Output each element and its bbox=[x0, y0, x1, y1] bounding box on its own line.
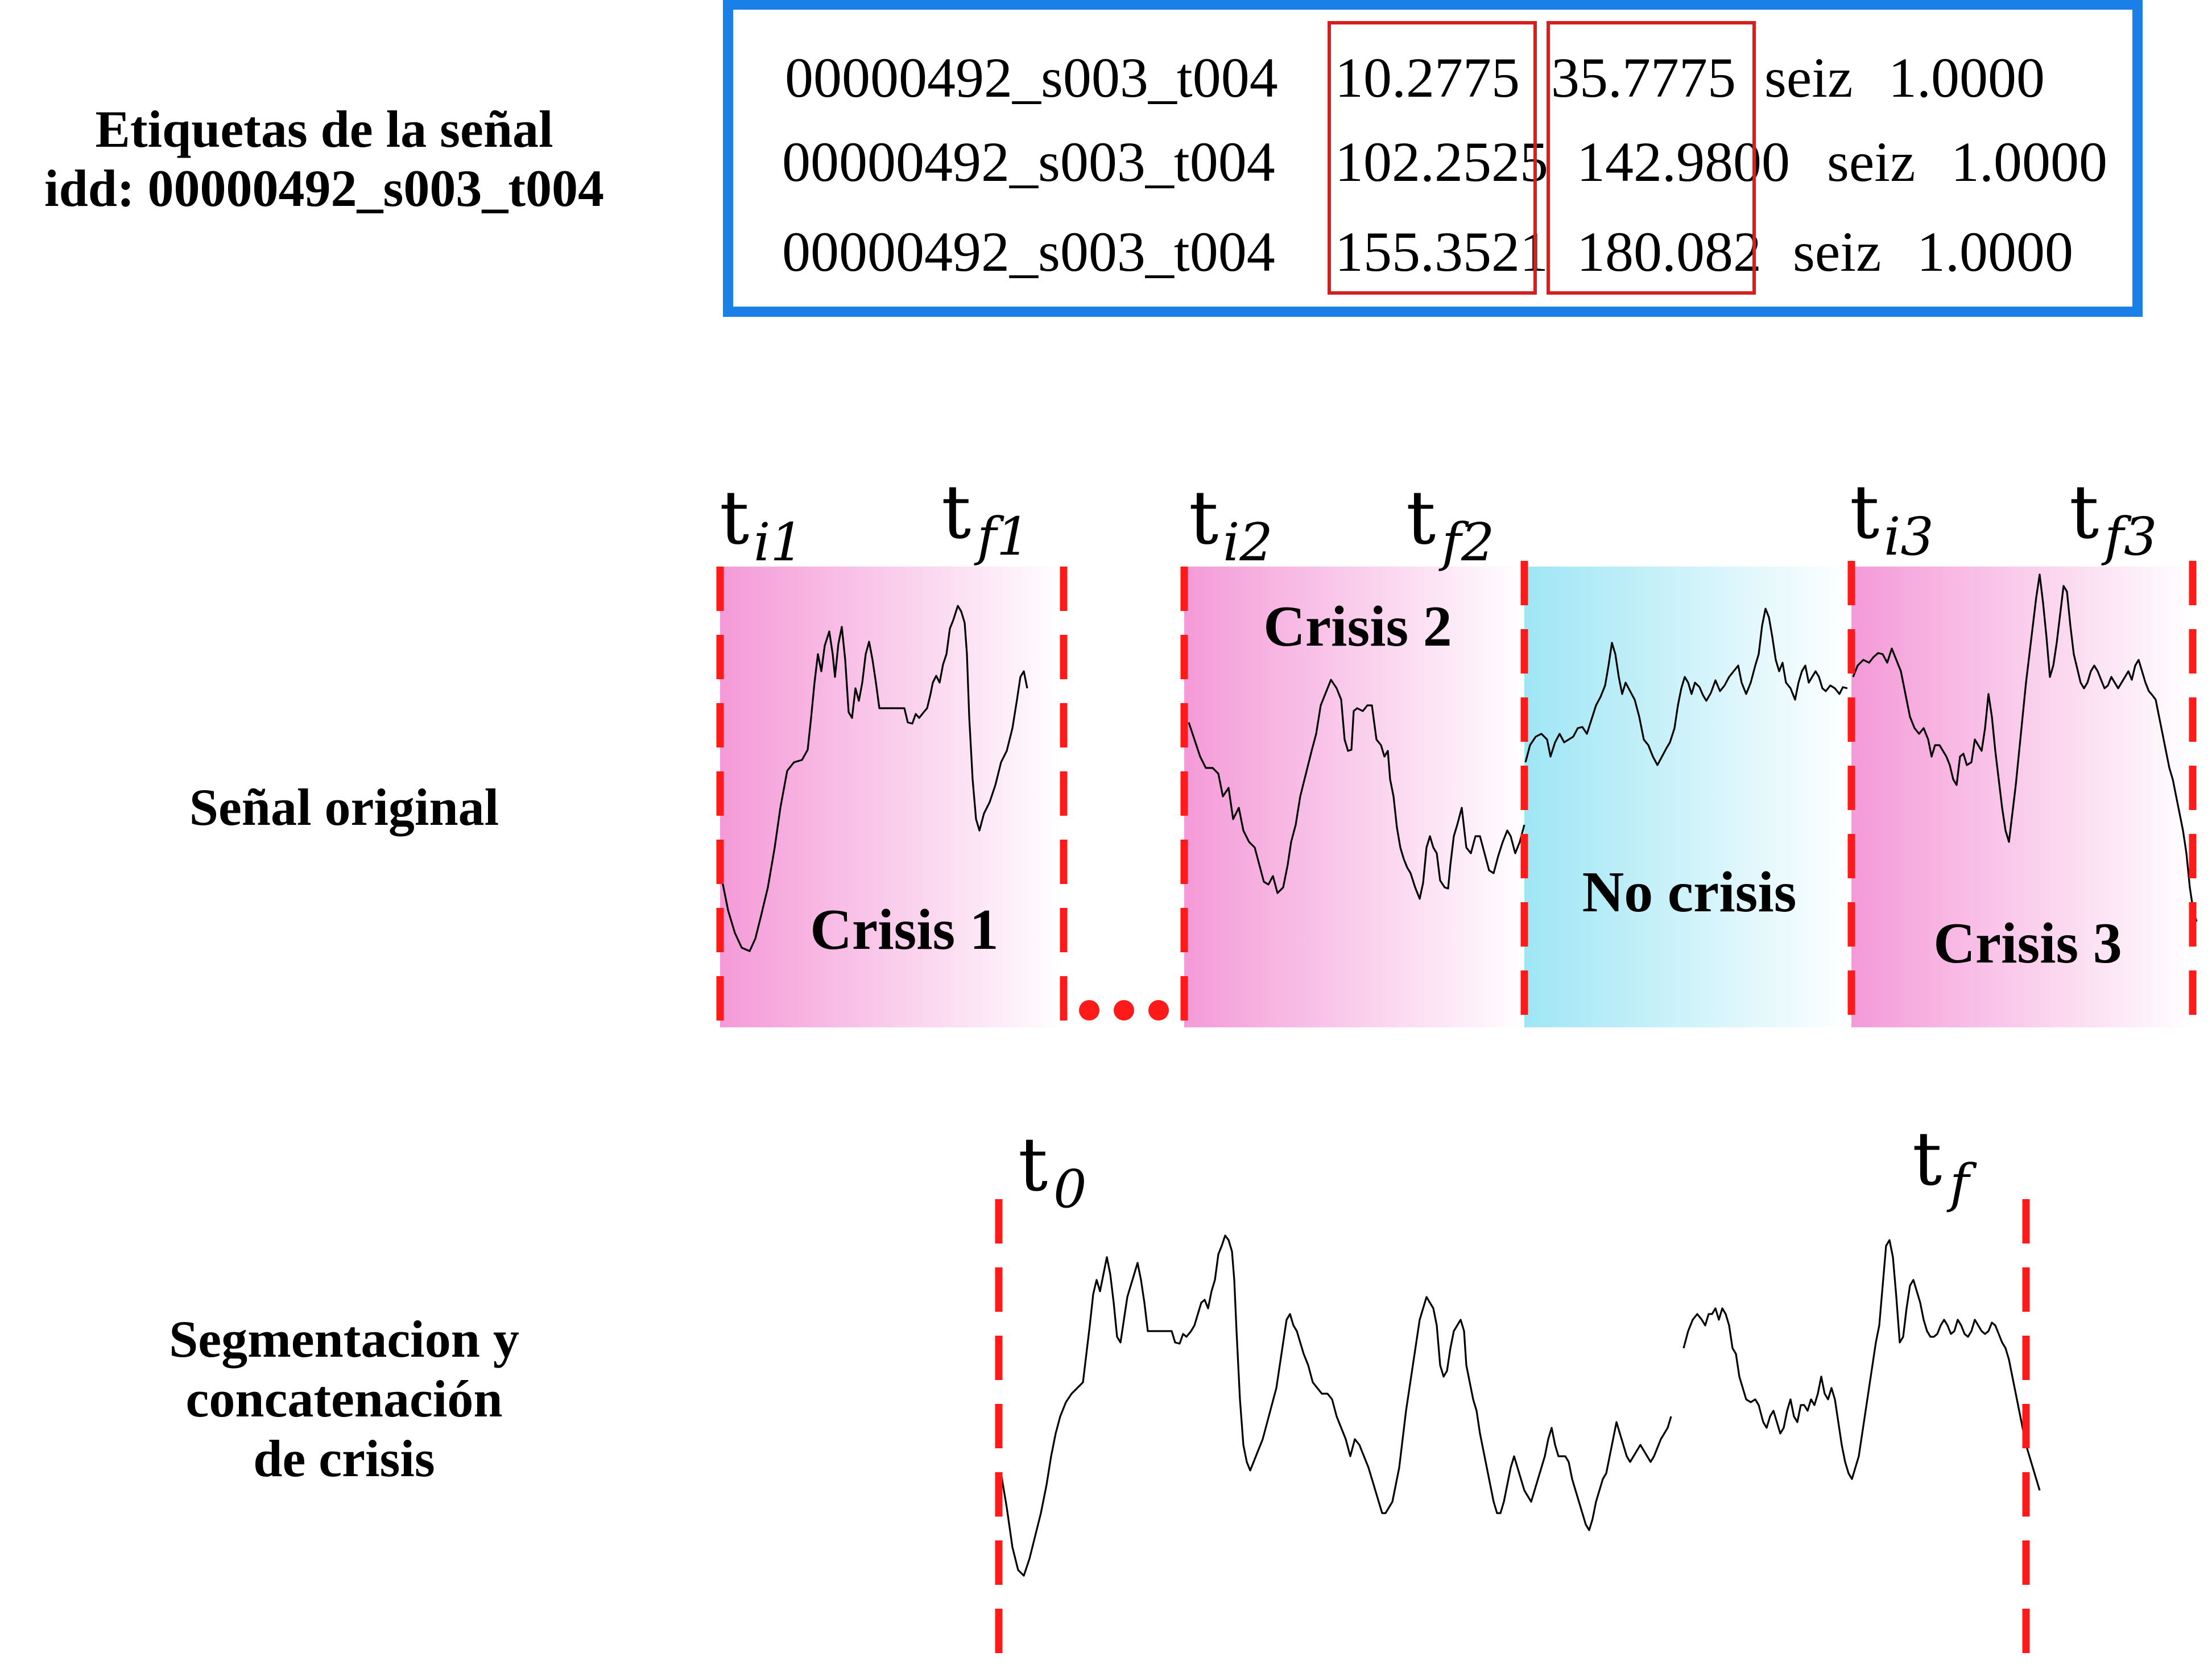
row3-start: 155.3521 bbox=[1335, 220, 1548, 283]
crisis2-region bbox=[1184, 567, 1524, 1027]
svg-text:f2: f2 bbox=[1438, 512, 1495, 573]
svg-text:f3: f3 bbox=[2101, 506, 2157, 567]
start-column-highlight bbox=[1328, 21, 1537, 295]
segmentation-label-line2: concatenación bbox=[185, 1370, 502, 1428]
crisis1-region bbox=[720, 567, 1064, 1027]
svg-text:t: t bbox=[720, 474, 749, 561]
end-column-highlight bbox=[1547, 21, 1756, 295]
original-signal-label: Señal original bbox=[189, 778, 499, 836]
no-crisis-signal bbox=[1524, 608, 1848, 766]
row1-start: 10.2775 bbox=[1335, 46, 1520, 109]
row2-label: seiz bbox=[1827, 130, 1915, 193]
marker-ti2: t i2 bbox=[1189, 474, 1273, 573]
svg-text:f1: f1 bbox=[974, 506, 1030, 567]
crisis3-region bbox=[1851, 567, 2193, 1027]
row2-id: 00000492_s003_t004 bbox=[782, 130, 1275, 193]
row3-label: seiz bbox=[1793, 220, 1881, 283]
crisis3-signal bbox=[1852, 573, 2198, 922]
marker-ti1: t i1 bbox=[720, 474, 804, 573]
row2-end: 142.9800 bbox=[1577, 130, 1790, 193]
marker-t0: t 0 bbox=[1018, 1121, 1087, 1220]
concatenated-signal-part2 bbox=[1682, 1239, 2041, 1491]
row1-confidence: 1.0000 bbox=[1888, 46, 2045, 109]
svg-text:i2: i2 bbox=[1223, 512, 1273, 573]
annotation-row-2: 00000492_s003_t004 102.2525 142.9800 sei… bbox=[782, 130, 2107, 193]
marker-tf2: t f2 bbox=[1406, 474, 1495, 573]
svg-text:0: 0 bbox=[1053, 1159, 1087, 1220]
row3-confidence: 1.0000 bbox=[1917, 220, 2073, 283]
crisis3-label: Crisis 3 bbox=[1933, 911, 2122, 976]
row2-confidence: 1.0000 bbox=[1951, 130, 2107, 193]
svg-text:i3: i3 bbox=[1884, 506, 1934, 567]
marker-ti3: t i3 bbox=[1850, 469, 1934, 567]
crisis2-signal bbox=[1188, 679, 1525, 900]
row1-end: 35.7775 bbox=[1551, 46, 1736, 109]
svg-text:i1: i1 bbox=[754, 512, 804, 573]
svg-text:t: t bbox=[1018, 1121, 1048, 1208]
svg-text:t: t bbox=[2069, 469, 2099, 555]
no-crisis-region bbox=[1524, 567, 1851, 1027]
segmentation-label-line1: Segmentacion y bbox=[169, 1310, 519, 1368]
annotation-row-1: 00000492_s003_t004 10.2775 35.7775 seiz … bbox=[785, 46, 2045, 109]
annotation-row-3: 00000492_s003_t004 155.3521 180.082 seiz… bbox=[782, 220, 2073, 283]
ellipsis-dots-icon bbox=[1079, 1000, 1169, 1021]
svg-text:t: t bbox=[1189, 474, 1218, 561]
row2-start: 102.2525 bbox=[1335, 130, 1548, 193]
marker-tf1: t f1 bbox=[941, 469, 1030, 567]
crisis1-signal bbox=[720, 605, 1028, 952]
segmentation-label-line3: de crisis bbox=[253, 1430, 435, 1488]
svg-text:t: t bbox=[1912, 1116, 1942, 1202]
crisis1-label: Crisis 1 bbox=[810, 898, 999, 962]
annotation-table-border bbox=[723, 0, 2143, 317]
row1-id: 00000492_s003_t004 bbox=[785, 46, 1278, 109]
svg-text:t: t bbox=[1850, 469, 1879, 555]
svg-text:t: t bbox=[1406, 474, 1436, 561]
row3-id: 00000492_s003_t004 bbox=[782, 220, 1275, 283]
labels-title-line2: idd: 00000492_s003_t004 bbox=[44, 159, 604, 217]
marker-tf: t f bbox=[1912, 1116, 1977, 1214]
svg-text:t: t bbox=[941, 469, 971, 555]
labels-title-line1: Etiquetas de la señal bbox=[95, 100, 553, 158]
row3-end: 180.082 bbox=[1577, 220, 1762, 283]
crisis2-label: Crisis 2 bbox=[1263, 594, 1452, 659]
marker-tf3: t f3 bbox=[2069, 469, 2157, 567]
row1-label: seiz bbox=[1764, 46, 1853, 109]
svg-text:f: f bbox=[1946, 1153, 1977, 1214]
concatenated-signal bbox=[1000, 1234, 1672, 1577]
no-crisis-label: No crisis bbox=[1582, 860, 1797, 924]
